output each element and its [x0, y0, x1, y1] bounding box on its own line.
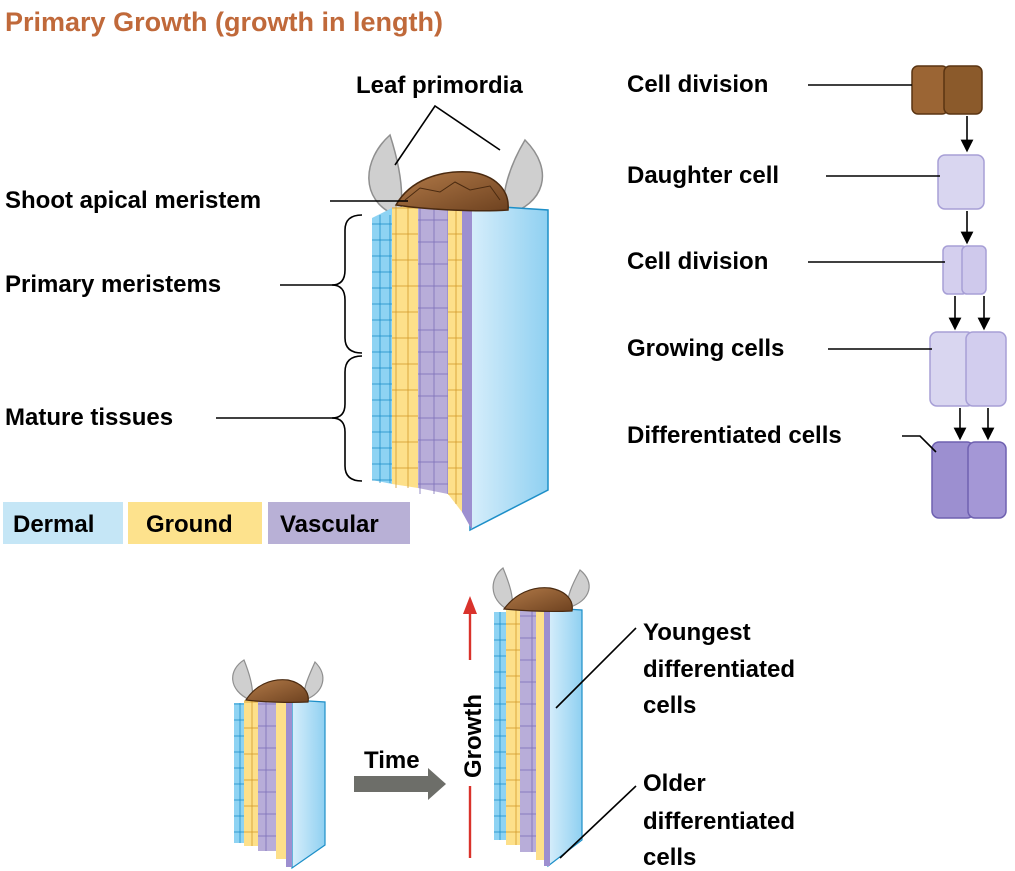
label-youngest-line3: cells: [643, 692, 696, 719]
legend-ground-label: Ground: [146, 511, 233, 538]
label-cell-division-1: Cell division: [627, 71, 768, 98]
label-older-line1: Older: [643, 770, 706, 797]
leaf-primordium-right: [502, 138, 544, 216]
time-arrow: [354, 768, 446, 800]
tissue-legend: Dermal Ground Vascular: [3, 502, 410, 544]
legend-vascular-swatch: [268, 502, 410, 544]
shoot-apical-meristem-dome: [394, 171, 509, 212]
label-older-line3: cells: [643, 844, 696, 871]
label-growing-cells: Growing cells: [627, 335, 784, 362]
small-shoot-illustration: [232, 659, 326, 870]
label-shoot-apical-meristem: Shoot apical meristem: [5, 187, 261, 214]
label-cell-division-2: Cell division: [627, 248, 768, 275]
label-youngest-line2: differentiated: [643, 656, 795, 683]
legend-ground-swatch: [128, 502, 262, 544]
tall-shoot-illustration: [492, 567, 590, 868]
legend-dermal-swatch: [3, 502, 123, 544]
label-mature-tissues: Mature tissues: [5, 404, 173, 431]
label-daughter-cell: Daughter cell: [627, 162, 779, 189]
label-older-line2: differentiated: [643, 808, 795, 835]
brace-mature-tissues: [331, 355, 363, 482]
label-youngest-line1: Youngest: [643, 619, 751, 646]
legend-vascular-label: Vascular: [280, 511, 379, 538]
label-leaf-primordia: Leaf primordia: [356, 72, 523, 99]
label-differentiated-cells: Differentiated cells: [627, 422, 842, 449]
brace-primary-meristems: [331, 214, 363, 354]
label-time: Time: [364, 747, 420, 774]
legend-dermal-label: Dermal: [13, 511, 94, 538]
large-shoot-illustration: [368, 133, 549, 532]
label-primary-meristems: Primary meristems: [5, 271, 221, 298]
page-title: Primary Growth (growth in length): [5, 7, 443, 37]
cell-sequence: [911, 65, 1007, 519]
label-growth: Growth: [460, 694, 487, 778]
